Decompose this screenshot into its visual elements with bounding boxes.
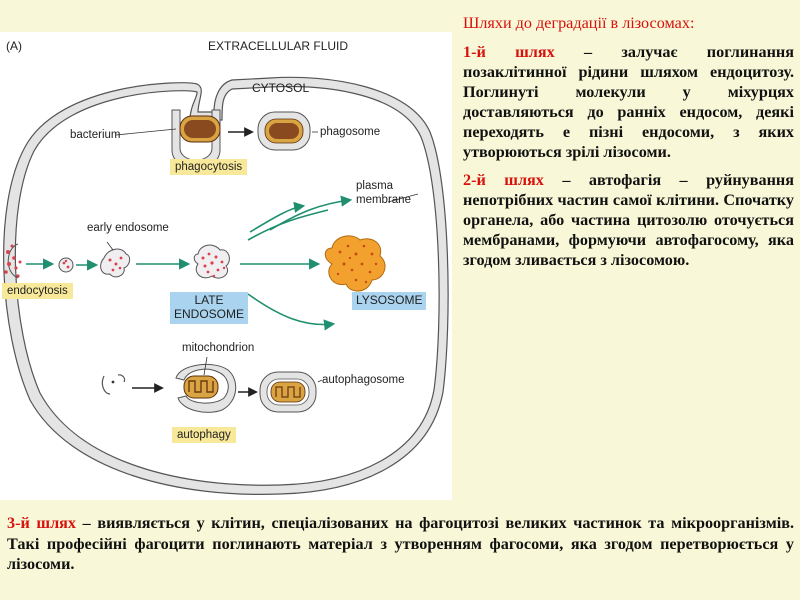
path-2-text: – автофагія – руйнування непотрібних час… (463, 171, 794, 270)
endocytic-pit (7, 243, 19, 279)
lysosome-shape (324, 235, 386, 292)
lysosome-label: LYSOSOME (352, 292, 427, 310)
paragraph-3: 3-й шлях – виявляється у клітин, спеціал… (7, 513, 794, 575)
autophagy-membrane-fragments (101, 374, 126, 395)
phagocytosis-label: phagocytosis (170, 159, 248, 175)
late-endosome-line2: ENDOSOME (174, 306, 245, 321)
path-3-text: – виявляється у клітин, спеціалізованих … (7, 514, 795, 574)
endocytosis-label: endocytosis (2, 283, 73, 299)
cytosol-interior (14, 85, 440, 486)
right-text-column: Шляхи до деградації в лізосомах: 1-й шля… (463, 14, 794, 280)
endocytosed-particles (4, 244, 22, 278)
panel-label: (A) (6, 39, 22, 53)
path-2-label: 2-й шлях (463, 171, 544, 190)
diagram-graphics (3, 76, 449, 495)
phagosome-label: phagosome (320, 126, 381, 138)
cytosol-label: CYTOSOL (252, 81, 310, 95)
endocytic-vesicle (58, 257, 74, 273)
extracellular-fluid-label: EXTRACELLULAR FLUID (208, 39, 349, 53)
autophagosome-label: autophagosome (322, 374, 405, 386)
late-endosome-label: LATE ENDOSOME (170, 292, 249, 324)
mitochondrion-label: mitochondrion (182, 342, 255, 354)
isolation-membrane (175, 364, 237, 413)
heading: Шляхи до деградації в лізосомах: (463, 14, 695, 32)
arrow-late-endosome-to-lysosome-upper (247, 206, 329, 241)
path-1-label: 1-й шлях (463, 42, 555, 61)
late-endosome-line1: LATE (194, 293, 224, 307)
bottom-text: 3-й шлях – виявляється у клітин, спеціал… (7, 513, 794, 575)
plasma-label: plasma (356, 180, 394, 192)
pathways-diagram: (A) EXTRACELLULAR FLUID CYTOSOL bacteriu… (0, 32, 452, 500)
path-1-text: – залучає поглинання позаклітинної рідин… (463, 42, 794, 161)
membrane-label: membrane (356, 194, 411, 206)
early-endosome-label: early endosome (87, 222, 169, 234)
autophagy-label: autophagy (172, 427, 236, 443)
paragraph-2: 2-й шлях – автофагія – руйнування непотр… (463, 171, 794, 271)
path-3-label: 3-й шлях (7, 514, 77, 532)
bacterium-label: bacterium (70, 129, 121, 141)
arrow-autophagosome-to-lysosome (247, 293, 336, 331)
paragraph-1: 1-й шлях – залучає поглинання позаклітин… (463, 43, 794, 163)
